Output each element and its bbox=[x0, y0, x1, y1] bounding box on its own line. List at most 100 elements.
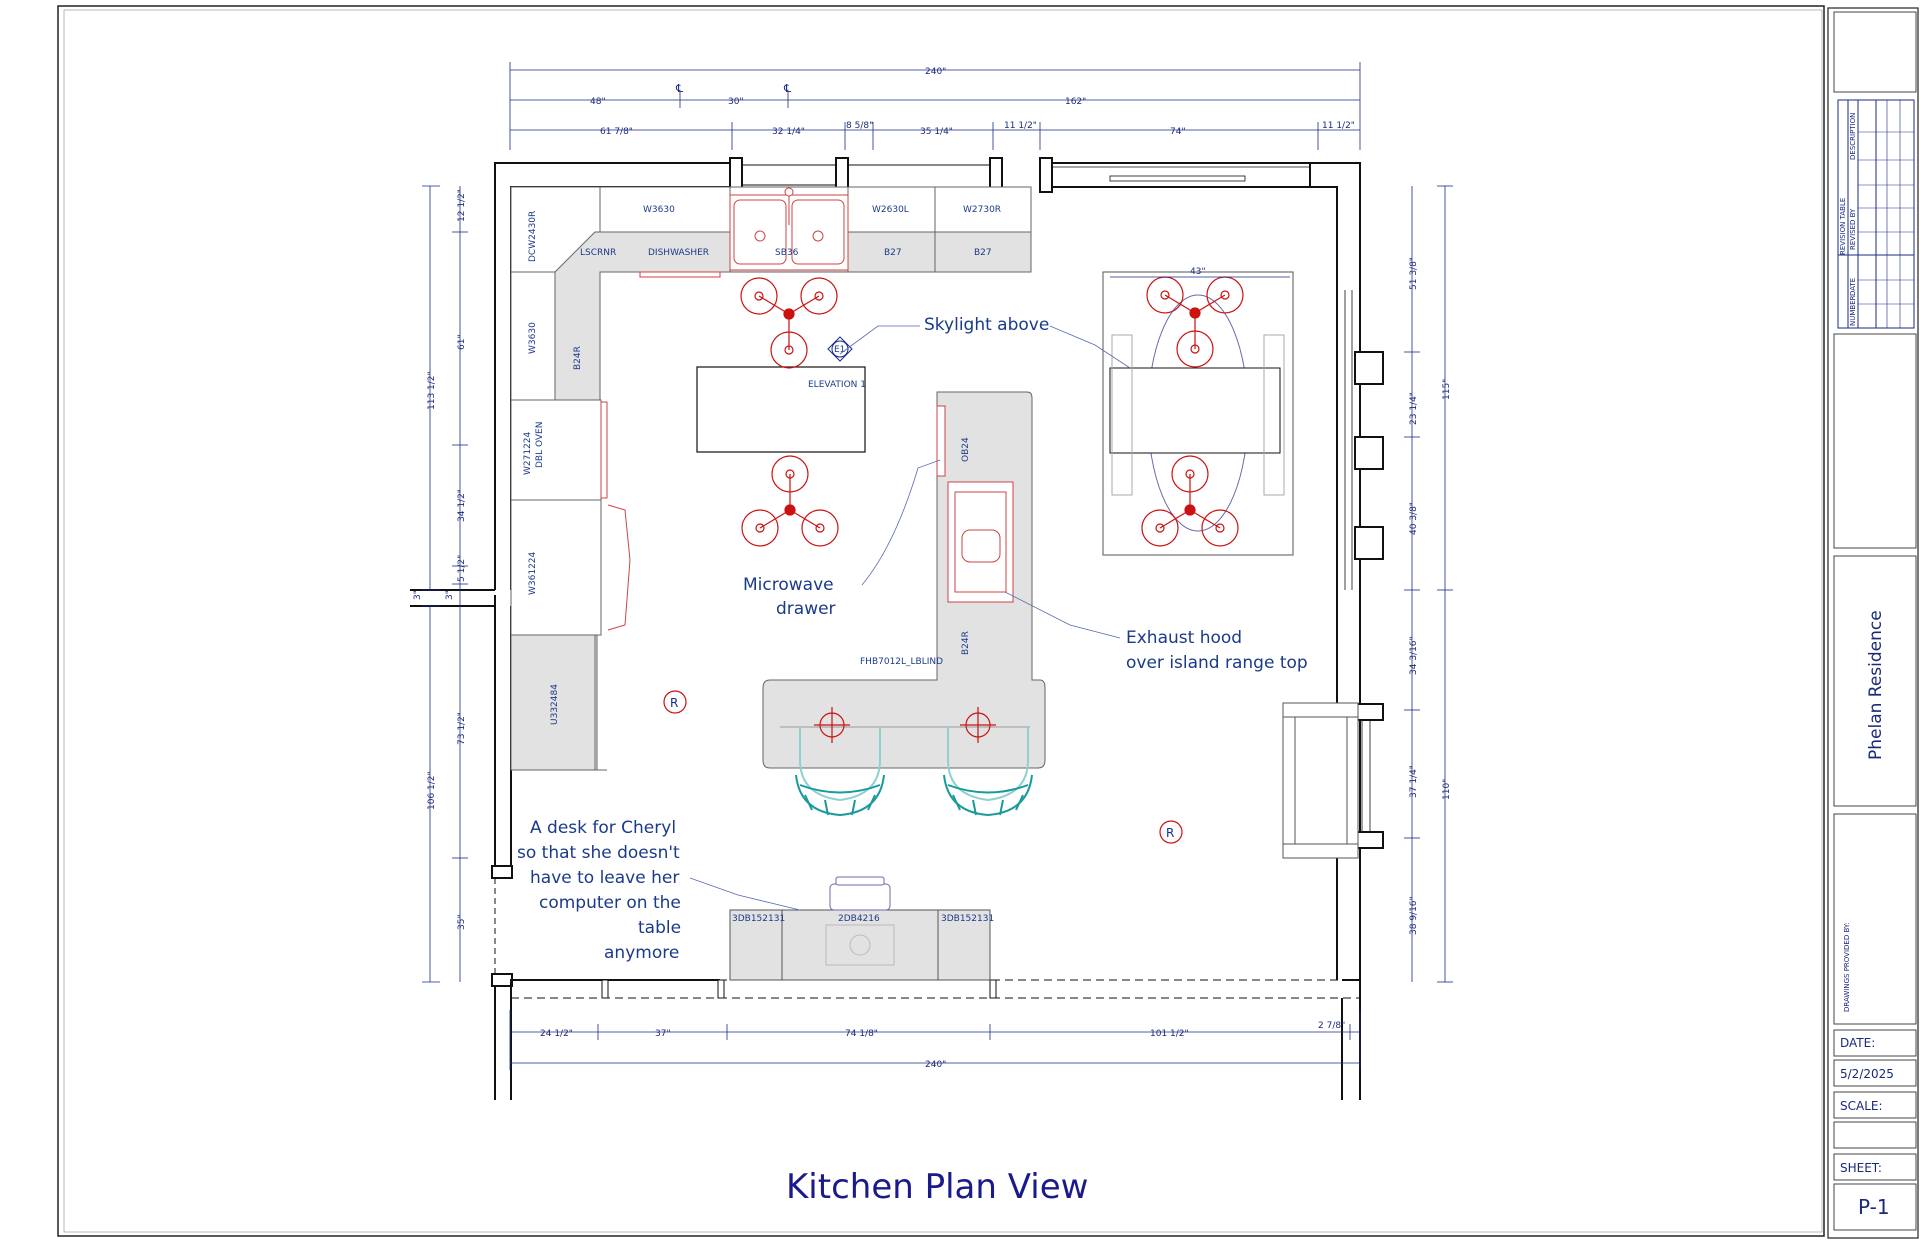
dim-left-12-1-2: 12 1/2" bbox=[457, 189, 467, 222]
receptacle-symbol-left: R bbox=[663, 690, 687, 714]
dim-top-48: 48" bbox=[590, 97, 606, 107]
pendant-light-fixture bbox=[1141, 455, 1239, 547]
stool-light-fixture bbox=[814, 707, 850, 743]
date-value: 5/2/2025 bbox=[1840, 1067, 1894, 1081]
label-desk-mid: 2DB4216 bbox=[838, 914, 880, 924]
pendant-light-fixture bbox=[1146, 276, 1244, 368]
dim-left-5-1-2: 5 1/2" bbox=[457, 555, 467, 582]
dim-left-35: 35" bbox=[457, 914, 467, 930]
receptacles: R R bbox=[663, 690, 1183, 844]
dim-right-115: 115" bbox=[1442, 379, 1452, 400]
label-desk-left: 3DB152131 bbox=[732, 914, 785, 924]
sheet-number: P-1 bbox=[1858, 1195, 1890, 1219]
dim-bottom-overall: 240" bbox=[925, 1060, 946, 1070]
label-ob24: OB24 bbox=[961, 437, 971, 462]
desk bbox=[729, 876, 991, 981]
dim-top-11-1-2-b: 11 1/2" bbox=[1322, 121, 1355, 131]
label-w2730r: W2730R bbox=[963, 205, 1001, 215]
note-microwave-line1: Microwave bbox=[743, 575, 834, 595]
dim-top-162: 162" bbox=[1065, 97, 1086, 107]
note-desk-line1: A desk for Cheryl bbox=[530, 818, 676, 838]
sheet-inner-border bbox=[63, 9, 1823, 1233]
receptacle-symbol-right: R bbox=[1159, 820, 1183, 844]
svg-text:R: R bbox=[670, 696, 678, 710]
dim-left-73-1-2: 73 1/2" bbox=[457, 712, 467, 745]
revision-table: REVISION TABLE NUMBER DATE REVISED BY DE… bbox=[1837, 99, 1915, 329]
label-w2630l: W2630L bbox=[872, 205, 909, 215]
dim-left-3-a: 3" bbox=[413, 590, 423, 600]
annotations: Skylight above Microwave drawer Exhaust … bbox=[517, 315, 1308, 963]
revision-table-title: REVISION TABLE bbox=[1839, 198, 1847, 255]
date-label: DATE: bbox=[1840, 1036, 1875, 1050]
dim-bottom-2-7-8: 2 7/8" bbox=[1318, 1021, 1345, 1031]
dim-table-width: 43" bbox=[1190, 267, 1206, 277]
dim-right-51-3-8: 51 3/8" bbox=[1409, 257, 1419, 290]
note-exhaust-line2: over island range top bbox=[1126, 653, 1308, 673]
dim-left-113-1-2: 113 1/2" bbox=[427, 371, 437, 410]
revision-col-revised-by: REVISED BY bbox=[1849, 208, 1857, 250]
dim-bottom-101-1-2: 101 1/2" bbox=[1150, 1029, 1189, 1039]
sheet-border bbox=[57, 5, 1825, 1237]
annotation-leaders bbox=[689, 325, 1131, 911]
note-microwave-line2: drawer bbox=[776, 599, 836, 619]
dim-top-61-7-8: 61 7/8" bbox=[600, 127, 633, 137]
note-desk-line4: computer on the bbox=[539, 893, 681, 913]
pendant-lights bbox=[740, 276, 1244, 743]
pendant-light-fixture bbox=[740, 277, 838, 369]
sheet-label: SHEET: bbox=[1840, 1161, 1882, 1175]
elevation-label: ELEVATION 1 bbox=[808, 380, 866, 390]
elevation-marker: E1 ELEVATION 1 bbox=[808, 336, 866, 390]
cabinets bbox=[510, 186, 1032, 771]
label-dbl-oven: DBL OVEN bbox=[535, 422, 545, 468]
note-exhaust-line1: Exhaust hood bbox=[1126, 628, 1242, 648]
stool-light-fixture bbox=[960, 707, 996, 743]
label-w3630-top: W3630 bbox=[643, 205, 675, 215]
dining-table bbox=[1102, 271, 1294, 556]
centerline-mark-2: ℄ bbox=[783, 82, 791, 95]
dim-left-3-b: 3" bbox=[445, 590, 455, 600]
dim-top-30: 30" bbox=[728, 97, 744, 107]
note-desk-line5: table bbox=[638, 918, 681, 938]
dim-top-74: 74" bbox=[1170, 127, 1186, 137]
dim-bottom-24-1-2: 24 1/2" bbox=[540, 1029, 573, 1039]
label-b24r-island: B24R bbox=[961, 631, 971, 655]
dim-right-34-3-16: 34 3/16" bbox=[1409, 636, 1419, 675]
label-w271224: W271224 bbox=[523, 431, 533, 475]
main-island bbox=[762, 391, 1046, 769]
label-fhb: FHB7012L_LBLIND bbox=[860, 657, 943, 667]
label-u332484: U332484 bbox=[550, 684, 560, 725]
note-desk-line2: so that she doesn't bbox=[517, 843, 680, 863]
note-desk-line6: anymore bbox=[604, 943, 679, 963]
dim-right-38-9-16: 38 9/16" bbox=[1409, 896, 1419, 935]
dim-left-34-1-2: 34 1/2" bbox=[457, 489, 467, 522]
pendant-light-fixture bbox=[741, 455, 839, 547]
label-b24r-left: B24R bbox=[573, 346, 583, 370]
dim-top-35-1-4: 35 1/4" bbox=[920, 127, 953, 137]
revision-col-date: DATE bbox=[1849, 278, 1857, 296]
label-w361224: W361224 bbox=[528, 551, 538, 595]
label-b27-a: B27 bbox=[884, 248, 902, 258]
dim-left-106-1-2: 106 1/2" bbox=[427, 771, 437, 810]
dim-bottom-74-1-8: 74 1/8" bbox=[845, 1029, 878, 1039]
label-desk-right: 3DB152131 bbox=[941, 914, 994, 924]
project-name: Phelan Residence bbox=[1866, 610, 1886, 760]
note-skylight: Skylight above bbox=[924, 315, 1049, 335]
svg-text:R: R bbox=[1166, 826, 1174, 840]
label-sb36: SB36 bbox=[775, 248, 799, 258]
prep-island bbox=[696, 366, 866, 453]
cabinet-labels: W3630 W2630L W2730R LSCRNR DISHWASHER SB… bbox=[523, 205, 1001, 924]
centerline-mark-1: ℄ bbox=[675, 82, 683, 95]
revision-col-description: DESCRIPTION bbox=[1849, 113, 1857, 160]
title-block: REVISION TABLE NUMBER DATE REVISED BY DE… bbox=[1827, 7, 1919, 1239]
dim-top-32-1-4: 32 1/4" bbox=[772, 127, 805, 137]
label-dishwasher: DISHWASHER bbox=[648, 248, 709, 258]
drawings-provided-by-label: DRAWINGS PROVIDED BY: bbox=[1843, 922, 1851, 1012]
svg-text:E1: E1 bbox=[834, 345, 845, 355]
bar-stool-right bbox=[943, 727, 1033, 817]
note-desk-line3: have to leave her bbox=[530, 868, 679, 888]
label-dcw2430r: DCW2430R bbox=[528, 211, 538, 262]
dim-right-37-1-4: 37 1/4" bbox=[1409, 765, 1419, 798]
scale-label: SCALE: bbox=[1840, 1099, 1883, 1113]
dim-bottom-37: 37" bbox=[655, 1029, 671, 1039]
